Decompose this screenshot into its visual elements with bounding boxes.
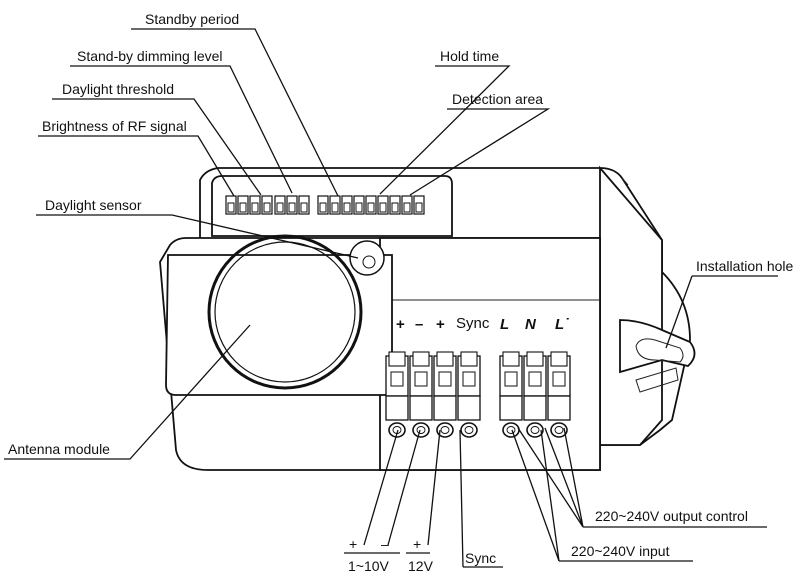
- dip-switch: [237, 195, 249, 215]
- dip-switch: [274, 195, 286, 215]
- dip-switch: [261, 195, 273, 215]
- dip-switch: [401, 195, 413, 215]
- terminal-n: N: [525, 316, 537, 333]
- terminal-blocks: [385, 351, 571, 438]
- terminal-l-out: L˙: [555, 316, 569, 333]
- terminal-plus-1: +: [396, 316, 405, 333]
- terminal-block: [457, 351, 481, 438]
- label-range-minus: –: [381, 536, 389, 552]
- label-antenna-module: Antenna module: [8, 441, 110, 457]
- label-input: 220~240V input: [571, 543, 670, 559]
- label-range-plus: +: [349, 536, 357, 552]
- dip-switch: [389, 195, 401, 215]
- dip-switch: [365, 195, 377, 215]
- dip-switch: [377, 195, 389, 215]
- label-daylight-sensor: Daylight sensor: [45, 197, 142, 213]
- terminal-block: [523, 351, 547, 438]
- terminal-block: [499, 351, 523, 438]
- dip-switch: [249, 195, 261, 215]
- label-detection-area: Detection area: [452, 91, 543, 107]
- label-standby-period: Standby period: [145, 11, 239, 27]
- terminal-plus-2: +: [436, 316, 445, 333]
- dip-switch: [317, 195, 329, 215]
- label-range: 1~10V: [348, 558, 390, 574]
- dip-switch: [225, 195, 237, 215]
- terminal-block: [385, 351, 409, 438]
- terminal-block: [547, 351, 571, 438]
- label-rf-brightness: Brightness of RF signal: [42, 118, 187, 134]
- terminal-sync: Sync: [456, 315, 490, 332]
- label-daylight-threshold: Daylight threshold: [62, 81, 174, 97]
- terminal-block: [409, 351, 433, 438]
- label-hold-time: Hold time: [440, 48, 499, 64]
- dip-switch: [329, 195, 341, 215]
- dip-switch: [353, 195, 365, 215]
- terminal-minus: –: [415, 316, 423, 333]
- terminal-block: [433, 351, 457, 438]
- dip-switch: [413, 195, 425, 215]
- dip-switch: [286, 195, 298, 215]
- terminal-labels: + – + Sync L N L˙: [396, 315, 569, 333]
- dip-switch: [298, 195, 310, 215]
- callouts: Standby period Stand-by dimming level Da…: [4, 11, 794, 574]
- label-12v: 12V: [408, 558, 434, 574]
- daylight-sensor-lens: [349, 240, 385, 276]
- label-12v-plus: +: [413, 536, 421, 552]
- dip-switch: [341, 195, 353, 215]
- dip-switch-panel: [211, 175, 453, 237]
- label-installation-hole: Installation hole: [696, 258, 794, 274]
- label-output-control: 220~240V output control: [595, 508, 748, 524]
- installation-tab: [619, 319, 696, 393]
- label-sync: Sync: [465, 550, 496, 566]
- dip-switches: [225, 195, 425, 215]
- terminal-l: L: [500, 316, 509, 333]
- label-standby-dimming: Stand-by dimming level: [77, 48, 223, 64]
- antenna-module: [165, 234, 393, 396]
